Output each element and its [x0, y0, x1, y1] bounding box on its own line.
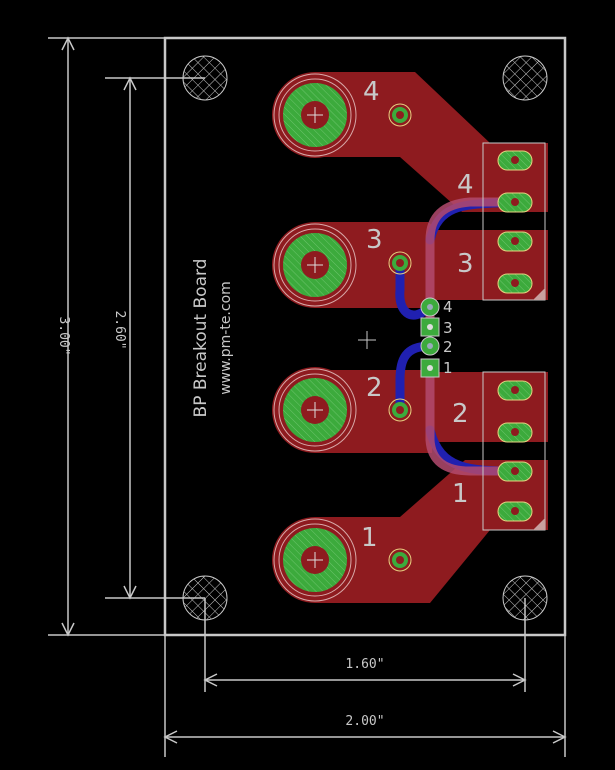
copper-trace-4[interactable] — [315, 72, 548, 212]
header-pin-4[interactable] — [420, 297, 440, 317]
pad-label-2: 2 — [366, 373, 383, 403]
terminal-pad-4[interactable] — [273, 73, 357, 157]
connector-label-1: 1 — [452, 479, 469, 509]
dimension-height-outer: 3.00" — [56, 316, 71, 355]
pad-label-4: 4 — [363, 77, 380, 107]
connector-pad[interactable] — [497, 501, 533, 522]
connector-pads — [497, 150, 533, 522]
mounting-hole[interactable] — [502, 575, 548, 621]
board-title: BP Breakout Board — [191, 259, 211, 418]
board-outline[interactable] — [163, 36, 567, 637]
origin-cross-icon — [358, 331, 376, 349]
header-pin-3[interactable] — [420, 317, 440, 337]
header-label-1: 1 — [443, 359, 453, 377]
mounting-hole[interactable] — [182, 55, 228, 101]
pad-label-1: 1 — [361, 523, 378, 553]
terminal-pad-1[interactable] — [273, 518, 357, 602]
connector-bottom[interactable] — [482, 371, 546, 531]
connector-pad[interactable] — [497, 192, 533, 213]
via[interactable] — [388, 548, 412, 572]
connector-top[interactable] — [482, 142, 546, 301]
via[interactable] — [388, 103, 412, 127]
header-label-2: 2 — [443, 338, 453, 356]
mounting-hole[interactable] — [502, 55, 548, 101]
connector-pad[interactable] — [497, 150, 533, 171]
via[interactable] — [388, 398, 412, 422]
terminal-pads — [273, 73, 357, 602]
dimension-width-outer: 2.00" — [345, 714, 384, 729]
pad-label-3: 3 — [366, 225, 383, 255]
connector-pad[interactable] — [497, 461, 533, 482]
terminal-pad-2[interactable] — [273, 368, 357, 452]
header-pin-2[interactable] — [420, 336, 440, 356]
header-label-4: 4 — [443, 298, 453, 316]
top-traces — [425, 197, 515, 476]
connector-pad[interactable] — [497, 422, 533, 443]
connector-label-3: 3 — [457, 249, 474, 279]
header-label-3: 3 — [443, 319, 453, 337]
connector-pad[interactable] — [497, 380, 533, 401]
connector-label-4: 4 — [457, 170, 474, 200]
board-url: www.pm-te.com — [218, 281, 234, 395]
copper-trace-1[interactable] — [315, 460, 548, 603]
terminal-pad-3[interactable] — [273, 223, 357, 307]
connector-pad[interactable] — [497, 231, 533, 252]
connector-label-2: 2 — [452, 399, 469, 429]
header-pin-1[interactable] — [420, 358, 440, 378]
via[interactable] — [388, 251, 412, 275]
vias — [388, 103, 412, 572]
mounting-hole[interactable] — [182, 575, 228, 621]
connector-pad[interactable] — [497, 273, 533, 294]
header-pins — [420, 297, 440, 378]
dimension-width-holes: 1.60" — [345, 657, 384, 672]
mounting-holes — [182, 55, 548, 621]
dimension-height-holes: 2.60" — [112, 310, 127, 349]
